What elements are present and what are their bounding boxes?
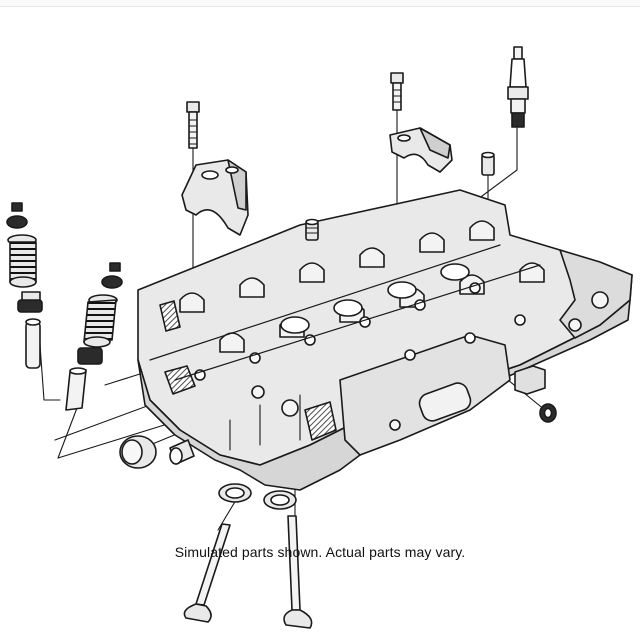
- valve-guide-left: [25, 318, 41, 369]
- camshaft-bearing-cap-right: [389, 127, 453, 173]
- valve-spring-assembly-left: [6, 202, 43, 313]
- cylinder-head: [137, 189, 633, 491]
- port-hatch-left: [164, 365, 196, 395]
- camshaft-bearing-cap-left: [181, 159, 249, 236]
- valve-spring-assembly-middle: [77, 262, 123, 365]
- intake-valve: [183, 523, 231, 623]
- port-hatch-upper: [159, 300, 181, 332]
- dowel-pin-small: [305, 218, 319, 241]
- exhaust-valve: [283, 515, 313, 629]
- port-hatch-lower: [304, 401, 337, 441]
- disclaimer-caption: Simulated parts shown. Actual parts may …: [174, 544, 466, 560]
- valve-guide-middle: [65, 367, 87, 411]
- head-bolt-holes: [194, 282, 526, 381]
- valve-stem-seal-small: [169, 439, 195, 465]
- oring-right: [539, 403, 557, 423]
- cam-journals-front-row: [179, 220, 495, 313]
- top-border: [0, 0, 640, 7]
- dowel-pin: [481, 151, 495, 176]
- spark-plug: [507, 46, 529, 128]
- cap-bolt-right: [390, 72, 404, 111]
- expansion-plug: [119, 435, 157, 469]
- valve-seat-right: [263, 490, 297, 510]
- cap-bolt-left: [186, 101, 200, 149]
- valve-seat-left: [218, 483, 252, 503]
- spark-plug-wells: [280, 263, 470, 334]
- bracket-right: [514, 365, 546, 395]
